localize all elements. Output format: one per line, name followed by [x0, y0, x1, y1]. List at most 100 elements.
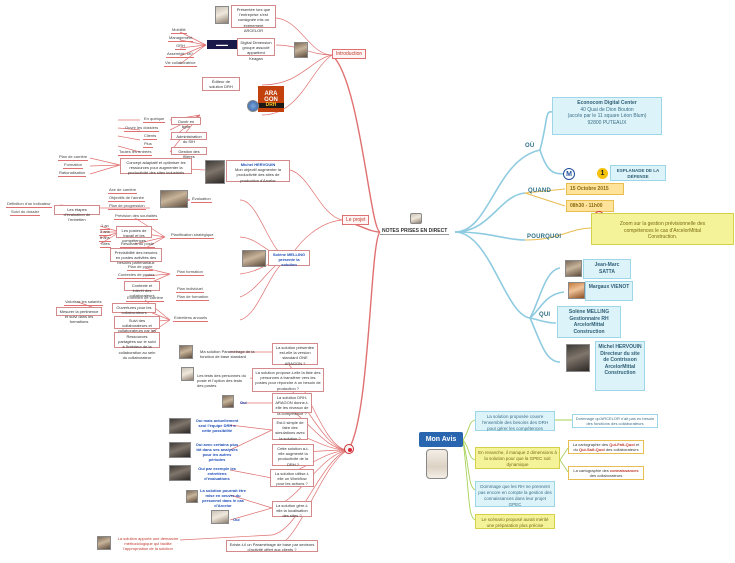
eval-left-2[interactable]: Suivi du dossier	[10, 209, 41, 216]
intro-item-2[interactable]: Management	[168, 35, 194, 42]
intro-left-item-2[interactable]: Ouvrir les dossiers	[124, 125, 160, 132]
eval-label[interactable]: Évaluation	[191, 196, 212, 203]
planif-item-2[interactable]: Les postes de travail et les compétences	[116, 226, 152, 243]
question-6[interactable]: La solution utilise-t-elle un Workflow p…	[270, 469, 314, 487]
intro-item-5[interactable]: Vie collaboratrice	[164, 60, 197, 67]
hervouin-box[interactable]: Michel HERVOUIN Mon objectif augmenter l…	[226, 160, 290, 183]
planif-left-4[interactable]: Sites	[100, 241, 111, 248]
q5-note: Oui avec certains plus tôt dans ses anal…	[195, 442, 239, 462]
intro-item-3[interactable]: GRH	[175, 43, 186, 50]
avis-item-3[interactable]: Dommage que les RH ne prennent pas encor…	[475, 481, 555, 507]
eval-item-3[interactable]: Plan de progression	[108, 203, 146, 210]
hervouin-title: Michel HERVOUIN	[240, 162, 276, 167]
branch-le-projet[interactable]: Le projet	[342, 215, 370, 225]
intro-left-item-3[interactable]: Clients	[143, 133, 158, 140]
avis-item-2-sub-2-text: La cartographie des connaissances des co…	[573, 468, 639, 478]
planif-item-1[interactable]: Prévision des souhaités	[114, 213, 159, 220]
avis-item-2-sub-1-text: La cartographie des Qui-Fait-Quoi et du …	[572, 442, 640, 452]
eval-left-1[interactable]: Définition d'un indicateur	[6, 201, 52, 208]
pourquoi-label: POURQUOI	[527, 234, 562, 240]
indiv-item-1[interactable]: Entretiens annuels	[173, 315, 209, 322]
avis-title[interactable]: Mon Avis	[419, 432, 463, 447]
intro-top-box[interactable]: Présentée lors que l'entreprise s'est co…	[231, 5, 276, 33]
ou-address-2: (accès par le 11 square Léon Blum)	[567, 113, 647, 119]
avis-item-2-sub-1: La cartographie des Qui-Fait-Quoi et du …	[568, 440, 644, 454]
planif-item-3[interactable]: Résultats du poste	[120, 241, 156, 248]
intro-editor-box[interactable]: Éditeur de solution DRH	[202, 77, 240, 91]
intro-digital-box[interactable]: Digital Dimension groupe associé apparti…	[237, 38, 275, 61]
melling-box[interactable]: Solène MELLING présente la solution	[268, 250, 310, 267]
line-number-icon: 1	[597, 168, 608, 179]
eval-box[interactable]: Les étapes d'évaluation de l'entretien	[54, 205, 100, 222]
quand-date[interactable]: 15 Octobre 2015	[566, 183, 624, 195]
planif-left-2[interactable]: 3 ans	[99, 229, 111, 236]
central-avatar	[410, 213, 422, 224]
eval-item-1[interactable]: Axe de carrière	[108, 187, 138, 194]
question-1[interactable]: La solution présentée est-elle la versio…	[272, 343, 318, 366]
intro-top-icon	[215, 6, 229, 24]
qui-person-1[interactable]: Jean-Marc SATTA	[583, 259, 631, 279]
ou-address-1: 40 Quai de Dion Bouton	[580, 106, 634, 113]
q1-photo	[179, 345, 193, 359]
qui-person-4[interactable]: Michel HERVOUIN Directeur du site de Con…	[595, 341, 645, 391]
avis-item-2[interactable]: En revanche, il manque 2 dimensions à la…	[475, 447, 560, 469]
ou-transit-box[interactable]: ESPLANADE DE LA DÉFENSE	[610, 165, 666, 181]
question-2[interactable]: La solution propose-t-elle la liste des …	[252, 368, 324, 392]
planif-left-1[interactable]: 1 an	[100, 223, 110, 230]
intro-left-item-5[interactable]: Toutes les entrées	[118, 149, 153, 156]
q2-note: Les tests des personnes du poste et l'op…	[197, 373, 246, 388]
form-item-1[interactable]: Plan de poste	[127, 264, 154, 271]
ou-label: OÙ	[525, 143, 535, 149]
ou-address-box[interactable]: Econocom Digital Center 40 Quai de Dion …	[552, 97, 662, 135]
intro-left-item-4[interactable]: Plus	[143, 141, 153, 148]
question-5[interactable]: Cette solution a-t-elle augmenté la prod…	[272, 444, 314, 467]
planif-label[interactable]: Planification stratégique	[170, 232, 215, 239]
question-8[interactable]: La solution apporte une démarche méthodo…	[117, 536, 179, 551]
intro-left-item-1[interactable]: En quelque	[143, 116, 166, 123]
quand-time[interactable]: 08h30 - 11h00	[566, 200, 614, 212]
ou-company: Econocom Digital Center	[577, 100, 637, 106]
hervouin-left-2[interactable]: Formation	[63, 162, 84, 169]
indiv-item-3[interactable]: Entretien de carrière	[126, 295, 165, 302]
form-item-3[interactable]: Contexte et intérêt des collaborateurs	[124, 281, 160, 298]
q1-note: Ma solution Paramétrage de la fonction d…	[200, 349, 255, 359]
qui-label: QUI	[539, 312, 551, 318]
plan-formation-label[interactable]: Plan formation	[176, 269, 204, 276]
eval-photo	[160, 190, 188, 208]
metro-icon: M	[563, 168, 575, 180]
qui-person-2[interactable]: Margaux VIENOT	[585, 281, 633, 301]
intro-item-1[interactable]: Mobilité	[171, 27, 187, 34]
hervouin-concept-box[interactable]: Concept adaptatif et optimiser les resso…	[120, 158, 192, 175]
planif-item-4[interactable]: Prévisibilité des besoins en postes acti…	[110, 248, 162, 265]
form-item-2[interactable]: Contextes de postes	[117, 272, 156, 279]
question-9[interactable]: Existe-t-il un Paramétrage de base par s…	[226, 540, 318, 552]
small-left-1[interactable]: Valoriser les salariés	[64, 299, 103, 306]
question-7[interactable]: La solution gère-t-elle la localisation …	[272, 501, 312, 518]
intro-left-box-1[interactable]: Ouvrir en ligne	[171, 117, 201, 129]
planif-left-3[interactable]: 5 ans	[99, 235, 111, 242]
hervouin-left-3[interactable]: Rationalisation	[58, 170, 87, 177]
bottom-item-2[interactable]: Suivi des collaborateurs et collaborateu…	[114, 316, 160, 344]
intro-item-4[interactable]: Assemblé, sit?	[166, 51, 195, 58]
bottom-item-1[interactable]: Ouvertures pour les collaborateurs	[112, 303, 156, 315]
plan-individuel-label[interactable]: Plan individuel	[176, 286, 204, 293]
eval-item-2[interactable]: Objectifs de l'année	[108, 195, 146, 202]
central-topic[interactable]: NOTES PRISES EN DIRECT	[380, 228, 450, 235]
avis-avatar	[426, 449, 448, 479]
qui-person-3[interactable]: Solène MELLING Gestionnaire RH ArcelorMi…	[557, 306, 621, 338]
intro-left-box-3[interactable]: Gestion des filières	[171, 147, 207, 159]
small-left-2[interactable]: Mesurer la pertinence et suivi dans les …	[56, 307, 102, 324]
hervouin-left-1[interactable]: Plan de carrière	[58, 154, 89, 161]
branch-introduction[interactable]: Introduction	[332, 49, 367, 59]
indiv-item-2[interactable]: Plan de formation	[176, 294, 210, 301]
ou-transit: ESPLANADE DE LA DÉFENSE	[616, 168, 660, 179]
bottom-item-3[interactable]: Ressources partagées sur le suivi à l'in…	[114, 332, 160, 360]
question-3[interactable]: La solution DRH-ARAGON donne-t-elle les …	[272, 393, 312, 416]
avis-item-1[interactable]: La solution proposée couvre l'ensemble d…	[475, 411, 555, 431]
avis-item-2-sub-2: La cartographie des connaissances des co…	[568, 466, 644, 480]
pourquoi-box[interactable]: Zoom sur la gestion prévisionnelle des c…	[591, 213, 734, 245]
intro-left-box-2[interactable]: Administration du SIH	[171, 132, 207, 144]
avis-item-4[interactable]: Le scénario proposé aurait mérité une pr…	[475, 514, 555, 529]
question-4[interactable]: Est-il simple de faire des simulations a…	[272, 418, 308, 441]
